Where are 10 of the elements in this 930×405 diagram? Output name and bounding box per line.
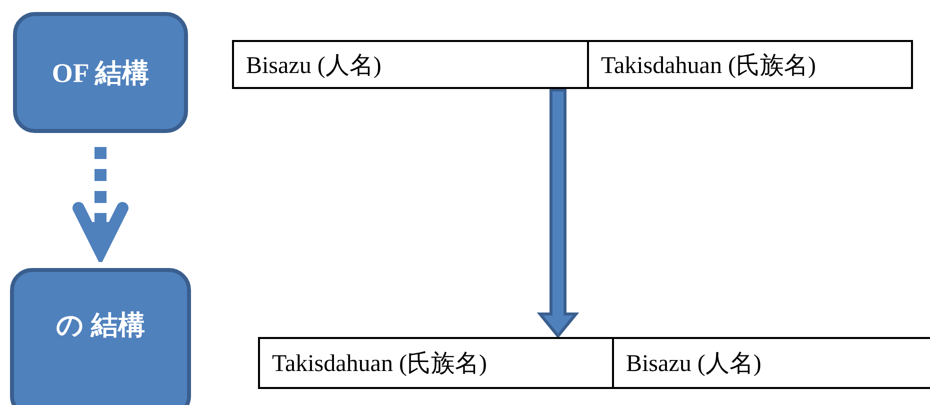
table-cell: Bisazu (人名) — [234, 42, 587, 87]
table-row — [232, 40, 913, 89]
table-cell: Bisazu (人名) — [612, 339, 930, 387]
process-box: の 結構 — [10, 268, 191, 405]
table-cell: Takisdahuan (氏族名) — [587, 42, 911, 87]
table-cell: Takisdahuan (氏族名) — [260, 339, 612, 387]
block-arrow — [536, 88, 580, 338]
table-row — [258, 337, 930, 389]
dashed-arrow — [72, 147, 128, 260]
process-box: OF 結構 — [13, 12, 188, 133]
